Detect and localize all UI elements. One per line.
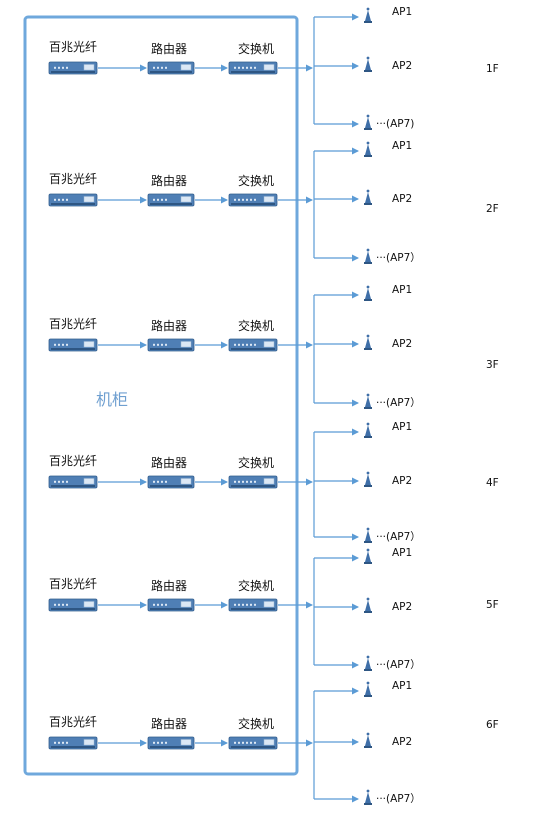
ap-label: AP2 [392, 475, 412, 487]
floor-label: 5F [486, 599, 499, 611]
ap-label: ···(AP7） [376, 252, 421, 264]
switch-label: 交换机 [238, 41, 274, 56]
ap-label: ···(AP7） [376, 531, 421, 543]
floor-label: 4F [486, 477, 499, 489]
ap-label: AP1 [392, 680, 412, 692]
ap-label: AP2 [392, 601, 412, 613]
router-label: 路由器 [151, 578, 187, 593]
fiber-label: 百兆光纤 [49, 172, 97, 186]
ap-label: AP2 [392, 736, 412, 748]
ap-icon [364, 393, 372, 409]
ap-label: AP1 [392, 547, 412, 559]
fiber-device-icon [48, 475, 98, 489]
router-label: 路由器 [151, 173, 187, 188]
ap-icon [364, 114, 372, 130]
ap-icon [364, 548, 372, 564]
ap-icon [364, 527, 372, 543]
ap-label: ···(AP7） [376, 397, 421, 409]
ap-label: ···(AP7） [376, 793, 421, 805]
switch-device-icon [228, 736, 278, 750]
ap-label: ···(AP7） [376, 659, 421, 671]
router-device-icon [147, 598, 195, 612]
floor-label: 6F [486, 719, 499, 731]
switch-device-icon [228, 475, 278, 489]
ap-icon [364, 189, 372, 205]
ap-icon [364, 732, 372, 748]
fiber-device-icon [48, 61, 98, 75]
ap-icon [364, 655, 372, 671]
ap-icon [364, 141, 372, 157]
cabinet-frame [23, 15, 299, 776]
switch-device-icon [228, 193, 278, 207]
ap-icon [364, 56, 372, 72]
ap-label: AP1 [392, 284, 412, 296]
ap-icon [364, 471, 372, 487]
router-device-icon [147, 193, 195, 207]
fiber-device-icon [48, 193, 98, 207]
ap-label: AP2 [392, 338, 412, 350]
ap-label: AP2 [392, 60, 412, 72]
fiber-label: 百兆光纤 [49, 40, 97, 54]
ap-icon [364, 597, 372, 613]
ap-icon [364, 248, 372, 264]
ap-icon [364, 334, 372, 350]
ap-icon [364, 681, 372, 697]
switch-device-icon [228, 61, 278, 75]
fiber-device-icon [48, 338, 98, 352]
ap-label: AP1 [392, 140, 412, 152]
router-label: 路由器 [151, 318, 187, 333]
ap-icon [364, 422, 372, 438]
router-device-icon [147, 475, 195, 489]
router-label: 路由器 [151, 716, 187, 731]
ap-label: AP2 [392, 193, 412, 205]
ap-label: AP1 [392, 6, 412, 18]
fiber-label: 百兆光纤 [49, 317, 97, 331]
fiber-label: 百兆光纤 [49, 577, 97, 591]
floor-label: 3F [486, 359, 499, 371]
fiber-device-icon [48, 598, 98, 612]
router-device-icon [147, 61, 195, 75]
switch-label: 交换机 [238, 318, 274, 333]
floor-label: 1F [486, 63, 499, 75]
switch-label: 交换机 [238, 455, 274, 470]
switch-label: 交换机 [238, 173, 274, 188]
router-device-icon [147, 736, 195, 750]
switch-label: 交换机 [238, 716, 274, 731]
floor-label: 2F [486, 203, 499, 215]
router-label: 路由器 [151, 41, 187, 56]
ap-label: AP1 [392, 421, 412, 433]
ap-icon [364, 789, 372, 805]
router-label: 路由器 [151, 455, 187, 470]
switch-device-icon [228, 598, 278, 612]
router-device-icon [147, 338, 195, 352]
cabinet-label: 机柜 [96, 390, 129, 409]
fiber-device-icon [48, 736, 98, 750]
switch-label: 交换机 [238, 578, 274, 593]
fiber-label: 百兆光纤 [49, 454, 97, 468]
fiber-label: 百兆光纤 [49, 715, 97, 729]
switch-device-icon [228, 338, 278, 352]
ap-label: ···(AP7) [376, 118, 414, 130]
ap-icon [364, 285, 372, 301]
ap-icon [364, 7, 372, 23]
